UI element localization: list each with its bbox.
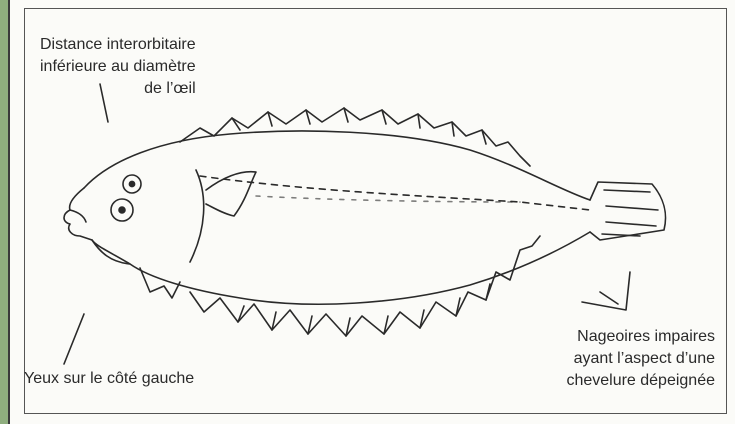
fins-line-1: Nageoires impaires bbox=[566, 326, 715, 348]
anal-fin bbox=[190, 236, 540, 336]
fins-line-3: chevelure dépeignée bbox=[566, 370, 715, 392]
eyes-line: Yeux sur le côté gauche bbox=[24, 368, 194, 390]
fish-body bbox=[84, 131, 590, 304]
leader-line-fins bbox=[582, 272, 630, 310]
eyes-annotation: Yeux sur le côté gauche bbox=[24, 368, 194, 390]
fins-line-2: ayant l’aspect d’une bbox=[566, 348, 715, 370]
interorbital-line-3: de l’œil bbox=[40, 78, 196, 100]
lateral-line bbox=[200, 176, 590, 210]
interorbital-line-2: inférieure au diamètre bbox=[40, 56, 196, 78]
interorbital-annotation: Distance interorbitaire inférieure au di… bbox=[40, 34, 196, 100]
dorsal-fin bbox=[180, 108, 530, 166]
leader-line-eyes bbox=[64, 314, 84, 364]
fins-annotation: Nageoires impaires ayant l’aspect d’une … bbox=[566, 326, 715, 392]
interorbital-line-1: Distance interorbitaire bbox=[40, 34, 196, 56]
